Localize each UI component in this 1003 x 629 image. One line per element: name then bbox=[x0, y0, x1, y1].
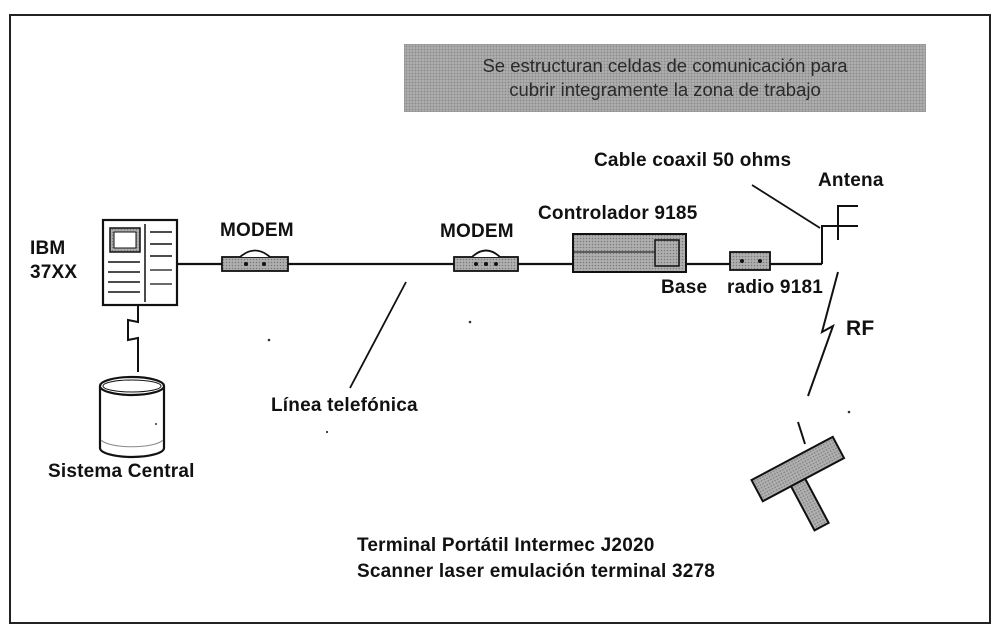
rf-label: RF bbox=[846, 317, 874, 341]
ibm-label-line-1: IBM bbox=[30, 238, 65, 260]
database-cylinder-icon bbox=[100, 377, 164, 457]
terminal-label-line-1: Terminal Portátil Intermec J2020 bbox=[357, 535, 655, 557]
base-radio-icon bbox=[730, 252, 770, 270]
banner-line-2: cubrir integramente la zona de trabajo bbox=[509, 78, 821, 102]
cable-pointer-line bbox=[752, 185, 820, 228]
cable-label: Cable coaxil 50 ohms bbox=[594, 150, 791, 172]
ibm-label-line-2: 37XX bbox=[30, 262, 77, 284]
ibm-mainframe-icon bbox=[103, 220, 177, 305]
controller-label: Controlador 9185 bbox=[538, 203, 697, 225]
mainframe-link bbox=[128, 305, 138, 372]
antenna-icon bbox=[822, 205, 858, 264]
controller-icon bbox=[573, 234, 686, 272]
sistema-central-label: Sistema Central bbox=[48, 461, 195, 483]
modem-icon bbox=[222, 251, 288, 272]
linea-telefonica-label: Línea telefónica bbox=[271, 395, 418, 417]
base-label: Base bbox=[661, 277, 707, 299]
scan-specks bbox=[155, 321, 850, 433]
terminal-label-line-2: Scanner laser emulación terminal 3278 bbox=[357, 561, 715, 583]
linea-pointer-line bbox=[350, 282, 406, 388]
note-banner: Se estructuran celdas de comunicación pa… bbox=[404, 44, 926, 112]
radio-label: radio 9181 bbox=[727, 277, 823, 299]
scanner-terminal-icon bbox=[752, 422, 868, 545]
modem-icon bbox=[454, 251, 518, 272]
banner-line-1: Se estructuran celdas de comunicación pa… bbox=[482, 54, 847, 78]
antenna-label: Antena bbox=[818, 170, 884, 192]
modem-1-label: MODEM bbox=[220, 220, 294, 242]
modem-2-label: MODEM bbox=[440, 221, 514, 243]
